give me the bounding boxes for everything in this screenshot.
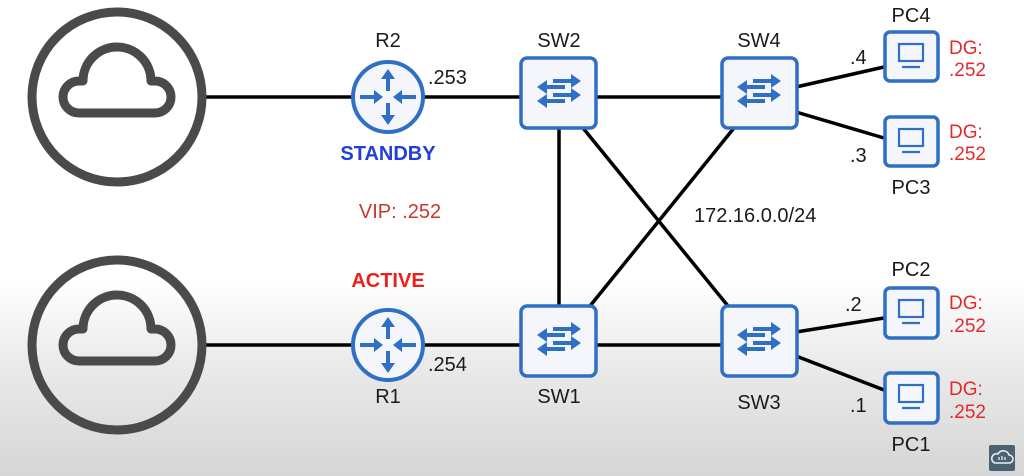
pc2-dg-label: DG: (949, 293, 983, 314)
link-sw3-pc1 (795, 354, 885, 392)
cloud-icon (63, 47, 171, 113)
pc3-name: PC3 (892, 177, 931, 199)
switch-sw4[interactable] (720, 56, 799, 130)
switch-sw4-name: SW4 (737, 30, 780, 52)
pc-pc4[interactable] (883, 30, 940, 83)
pc3-dg-label: DG: (949, 122, 983, 143)
link-sw4-pc4 (795, 65, 885, 89)
router-r2-name: R2 (375, 30, 401, 52)
pc-icon (883, 371, 940, 425)
switch-sw2-name: SW2 (537, 30, 580, 52)
router-icon (351, 308, 425, 382)
channel-logo-icon (989, 445, 1015, 471)
cloud-ring (27, 255, 207, 435)
router-r2-role: STANDBY (340, 143, 436, 165)
pc-pc3[interactable] (883, 115, 940, 168)
router-r2-ip: .253 (428, 67, 467, 89)
links (204, 65, 885, 392)
link-sw3-pc2 (795, 316, 885, 334)
router-r2[interactable] (351, 60, 425, 134)
cloud-top[interactable] (27, 7, 207, 187)
pc1-name: PC1 (892, 434, 931, 456)
pc-pc1[interactable] (883, 371, 940, 425)
switch-sw2[interactable] (519, 56, 598, 130)
switch-sw1[interactable] (519, 304, 598, 378)
router-r1-ip: .254 (428, 354, 467, 376)
switch-sw3[interactable] (720, 304, 799, 378)
link-sw4-sw1 (588, 126, 736, 308)
router-r1-name: R1 (375, 386, 401, 408)
pc4-dg-value: .252 (949, 60, 986, 81)
pc1-dg-value: .252 (949, 402, 986, 423)
vip-label: VIP: .252 (359, 201, 441, 223)
cloud-bottom[interactable] (27, 255, 207, 435)
pc-icon (883, 286, 940, 340)
pc4-dg-label: DG: (949, 38, 983, 59)
router-r1[interactable] (351, 308, 425, 382)
link-sw4-pc3 (795, 110, 885, 140)
network-label: 172.16.0.0/24 (694, 205, 816, 227)
link-sw2-sw3 (581, 126, 730, 308)
switch-sw3-name: SW3 (737, 392, 780, 414)
pc-icon (883, 115, 940, 168)
pc1-dg-label: DG: (949, 379, 983, 400)
router-r1-role: ACTIVE (351, 270, 424, 292)
pc2-dg-value: .252 (949, 316, 986, 337)
pc2-name: PC2 (892, 259, 931, 281)
pc3-dg-value: .252 (949, 144, 986, 165)
pc-pc2[interactable] (883, 286, 940, 340)
router-icon (351, 60, 425, 134)
pc4-ip: .4 (850, 47, 867, 69)
pc2-ip: .2 (845, 294, 862, 316)
pc4-name: PC4 (892, 5, 931, 27)
switch-sw1-name: SW1 (537, 386, 580, 408)
pc3-ip: .3 (850, 145, 867, 167)
pc1-ip: .1 (850, 395, 867, 417)
cloud-icon (63, 295, 171, 361)
cloud-ring (27, 7, 207, 187)
pc-icon (883, 30, 940, 83)
